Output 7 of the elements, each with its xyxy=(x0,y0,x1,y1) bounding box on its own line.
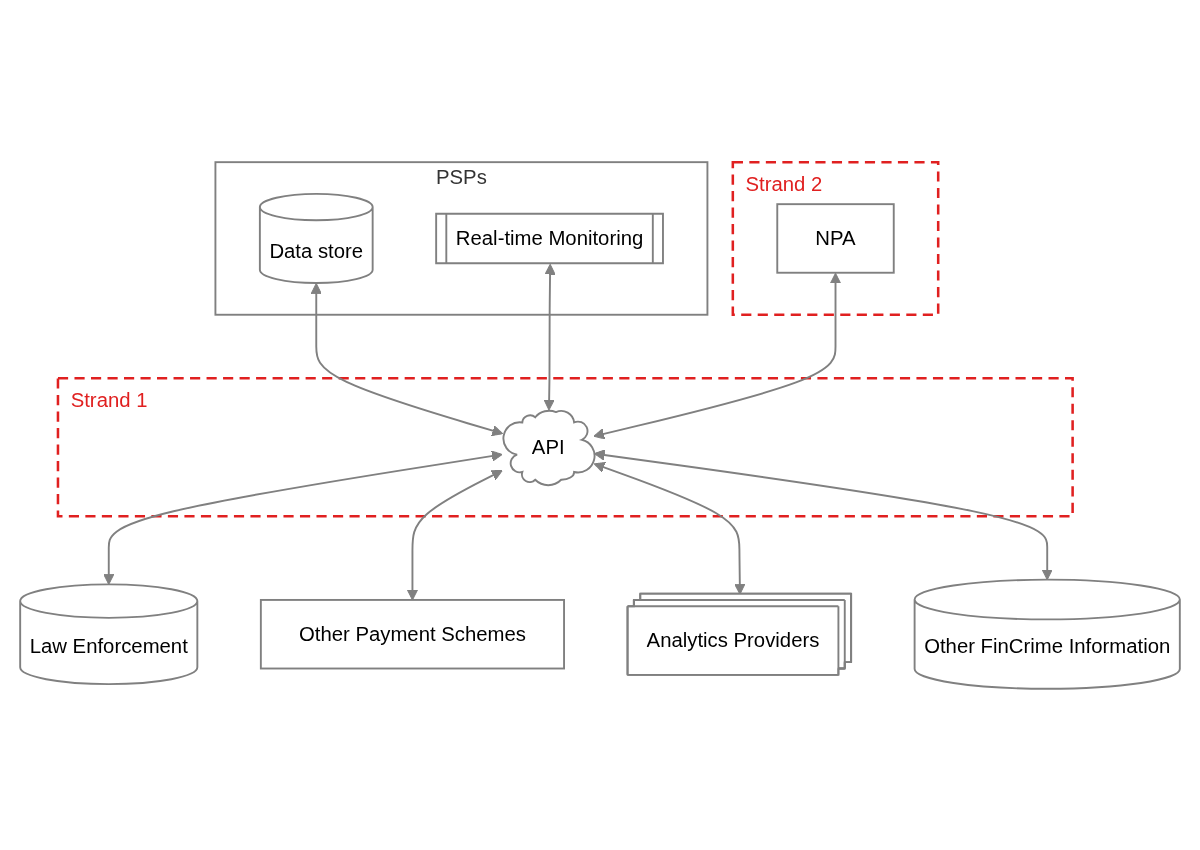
arrow xyxy=(103,450,503,585)
arrow xyxy=(406,469,503,600)
node-box: NPA xyxy=(776,202,895,274)
arrow xyxy=(310,282,504,436)
arrow xyxy=(543,263,556,411)
node-box: Other Payment Schemes xyxy=(259,598,565,669)
arrow xyxy=(593,272,842,439)
